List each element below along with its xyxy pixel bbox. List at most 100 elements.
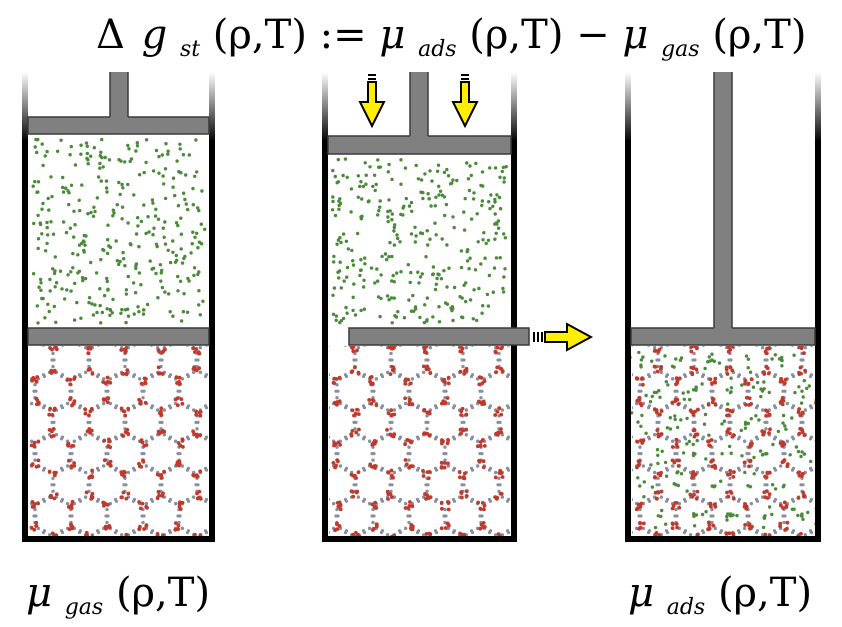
gas-particle [438, 320, 441, 323]
framework-node [290, 437, 293, 440]
gas-particle [136, 216, 139, 219]
framework-oxygen [447, 382, 451, 386]
framework-oxygen [215, 589, 219, 593]
assign-symbol: := [320, 12, 367, 58]
framework-node [91, 558, 94, 561]
framework-oxygen [17, 554, 21, 558]
framework-node [452, 560, 455, 563]
framework-node [797, 309, 800, 312]
framework-oxygen [511, 584, 515, 588]
framework-node [246, 502, 249, 505]
framework-oxygen [265, 367, 269, 371]
gas-particle [106, 224, 109, 227]
framework-node [460, 483, 463, 486]
framework-oxygen [51, 552, 55, 556]
framework-oxygen [535, 410, 539, 414]
framework-oxygen [67, 459, 71, 463]
gas-particle [95, 271, 98, 274]
framework-oxygen [532, 429, 536, 433]
framework-node [404, 564, 407, 567]
framework-oxygen [404, 378, 408, 382]
framework-node [102, 465, 105, 468]
framework-node [230, 421, 233, 424]
framework-node [52, 490, 55, 493]
framework-node [6, 593, 9, 596]
framework-node [253, 465, 256, 468]
framework-oxygen [351, 409, 355, 413]
gas-particle [344, 157, 347, 160]
gas-particle [196, 246, 199, 249]
framework-node [264, 596, 267, 599]
framework-node [232, 552, 235, 555]
framework-node [334, 452, 337, 455]
framework-oxygen [354, 559, 358, 563]
framework-node [524, 311, 527, 314]
framework-node [542, 404, 545, 407]
framework-node [246, 564, 249, 567]
framework-node [407, 570, 410, 573]
framework-oxygen [318, 346, 322, 350]
framework-node [479, 570, 482, 573]
framework-node [66, 402, 69, 405]
framework-oxygen [476, 568, 480, 572]
framework-node [308, 531, 311, 534]
framework-node [230, 358, 233, 361]
gas-particle [46, 233, 49, 236]
framework-node [199, 558, 202, 561]
framework-oxygen [493, 597, 497, 601]
framework-node [7, 500, 10, 503]
framework-node [290, 529, 293, 532]
gas-particle [337, 158, 340, 161]
framework-node [587, 383, 590, 386]
piston-rod [110, 72, 128, 118]
gas-particle [466, 248, 469, 251]
framework-oxygen [316, 553, 320, 557]
gas-particle [334, 175, 337, 178]
framework-node [308, 593, 311, 596]
framework-node [73, 315, 76, 318]
gas-particle [332, 255, 335, 258]
framework-node [140, 452, 143, 455]
framework-oxygen [336, 400, 340, 404]
gas-particle [200, 223, 203, 226]
framework-oxygen [12, 366, 16, 370]
framework-oxygen [589, 461, 593, 465]
gas-particle [182, 153, 185, 156]
framework-oxygen [233, 347, 237, 351]
framework-node [246, 502, 249, 505]
framework-node [560, 436, 563, 439]
framework-oxygen [250, 441, 254, 445]
framework-node [142, 521, 145, 524]
framework-node [114, 436, 117, 439]
gas-particle [171, 315, 174, 318]
framework-node [249, 570, 252, 573]
framework-node [70, 577, 73, 580]
gas-particle [497, 227, 500, 230]
framework-oxygen [370, 565, 374, 569]
framework-node [478, 514, 481, 517]
framework-node [444, 583, 447, 586]
framework-node [114, 498, 117, 501]
framework-node [488, 560, 491, 563]
gas-particle [49, 220, 52, 223]
framework-node [122, 421, 125, 424]
framework-oxygen [73, 590, 77, 594]
framework-oxygen [284, 523, 288, 527]
gas-particle [117, 263, 120, 266]
gas-particle [440, 277, 443, 280]
framework-node [334, 390, 337, 393]
framework-oxygen [249, 525, 253, 529]
framework-node [570, 358, 573, 361]
gas-particle [139, 283, 142, 286]
framework-oxygen [233, 368, 237, 372]
gas-particle [169, 261, 172, 264]
gas-particle [470, 217, 473, 220]
framework-node [240, 467, 243, 470]
gas-particle [360, 217, 363, 220]
framework-node [530, 346, 533, 349]
framework-oxygen [499, 367, 503, 371]
gas-particle [69, 289, 72, 292]
framework-oxygen [144, 382, 148, 386]
gas-particle [429, 204, 432, 207]
gas-particle [442, 269, 445, 272]
